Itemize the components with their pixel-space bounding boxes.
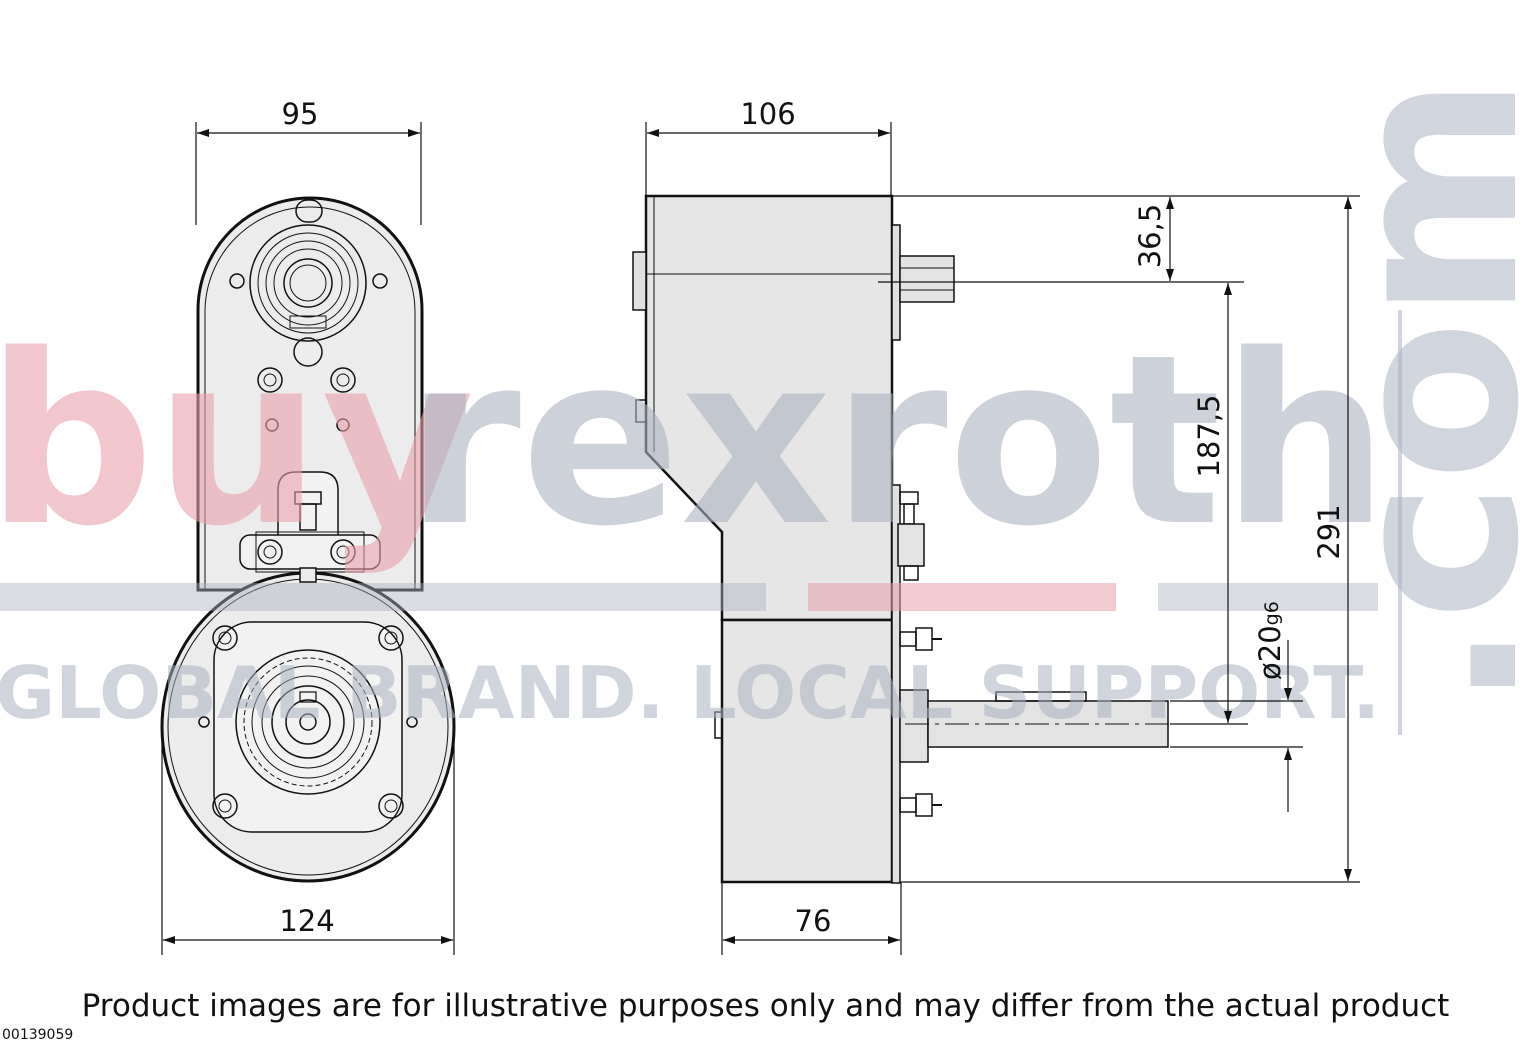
dim-offset-top: 36,5 [1133, 204, 1167, 269]
watermark-brand-red: buy [0, 305, 475, 578]
dim-side-width-top: 106 [740, 97, 795, 131]
dim-front-width-top: 95 [282, 97, 319, 131]
dimension-labels: 95 124 106 76 36,5 187,5 291 ø20g6 [279, 97, 1346, 938]
dim-front-width-bottom: 124 [279, 904, 334, 938]
watermark-tld: .com [1298, 75, 1531, 710]
product-id: 00139059 [2, 1027, 74, 1043]
side-view [632, 194, 1248, 884]
dim-shaft-diameter: ø20g6 [1253, 601, 1287, 680]
dim-shaft-diameter-value: ø20 [1253, 625, 1287, 680]
watermark-slogan: GLOBAL BRAND. LOCAL SUPPORT. [0, 651, 1380, 735]
front-view [160, 196, 456, 883]
disclaimer-text: Product images are for illustrative purp… [81, 988, 1450, 1024]
watermark-brand-blue: rexroth [405, 305, 1389, 578]
dimension-lines [161, 122, 1360, 955]
dim-shaft-distance: 187,5 [1192, 394, 1226, 477]
dim-total-height: 291 [1312, 504, 1346, 559]
dim-side-width-bottom: 76 [795, 904, 832, 938]
dim-shaft-tolerance: g6 [1261, 601, 1283, 625]
